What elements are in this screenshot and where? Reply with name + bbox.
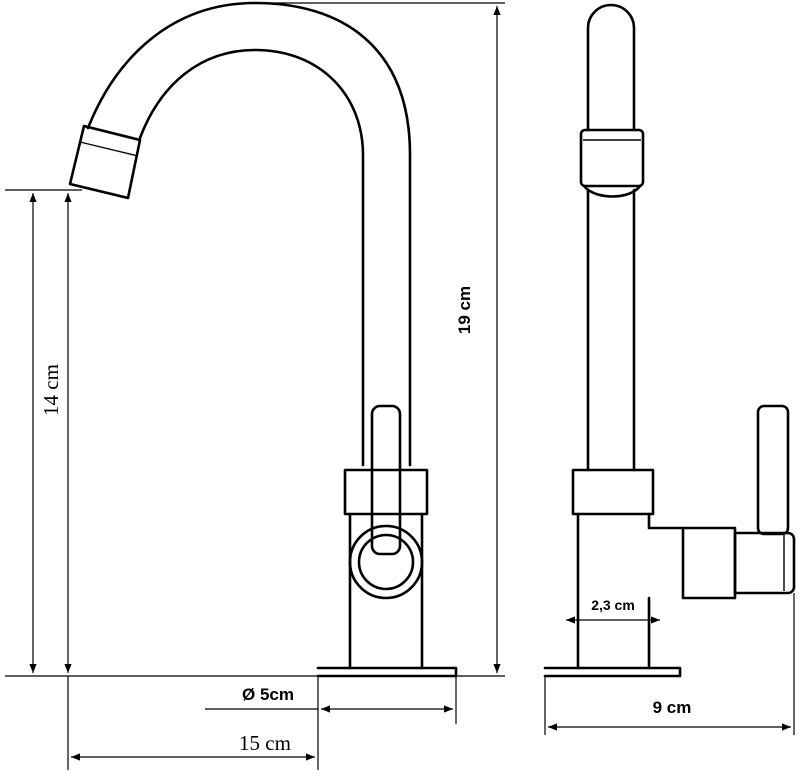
aerator: [68, 124, 142, 200]
side-handle-lever: [756, 404, 790, 536]
front-collar: [343, 468, 429, 516]
side-dimensions: 2,3 cm 9 cm: [544, 593, 795, 735]
height-19-label: 19 cm: [455, 286, 474, 334]
front-base-plate: [316, 666, 458, 678]
height-14-label: 14 cm: [39, 364, 63, 416]
aerator-ring: [79, 141, 139, 157]
side-view: [543, 3, 796, 678]
front-dimensions: 19 cm 14 cm Ø 5cm 15 cm: [5, 2, 505, 770]
side-collar: [571, 468, 655, 516]
front-view: [68, 1, 458, 678]
side-aerator-outlet: [582, 184, 642, 198]
side-base-plate: [543, 666, 682, 678]
base-diameter-label: Ø 5cm: [242, 685, 294, 704]
handle-knob-inner: [357, 533, 415, 591]
reach-label: 15 cm: [239, 731, 291, 755]
side-handle-cap: [733, 531, 796, 595]
side-spout-top: [586, 3, 636, 132]
side-aerator: [579, 128, 645, 188]
handle-knob-outer: [348, 524, 424, 600]
spout-inner-curve: [138, 48, 365, 467]
side-depth-label: 9 cm: [653, 698, 692, 717]
side-handle-housing: [681, 526, 737, 600]
handle-lever: [370, 404, 402, 556]
body-width-label: 2,3 cm: [591, 597, 635, 613]
